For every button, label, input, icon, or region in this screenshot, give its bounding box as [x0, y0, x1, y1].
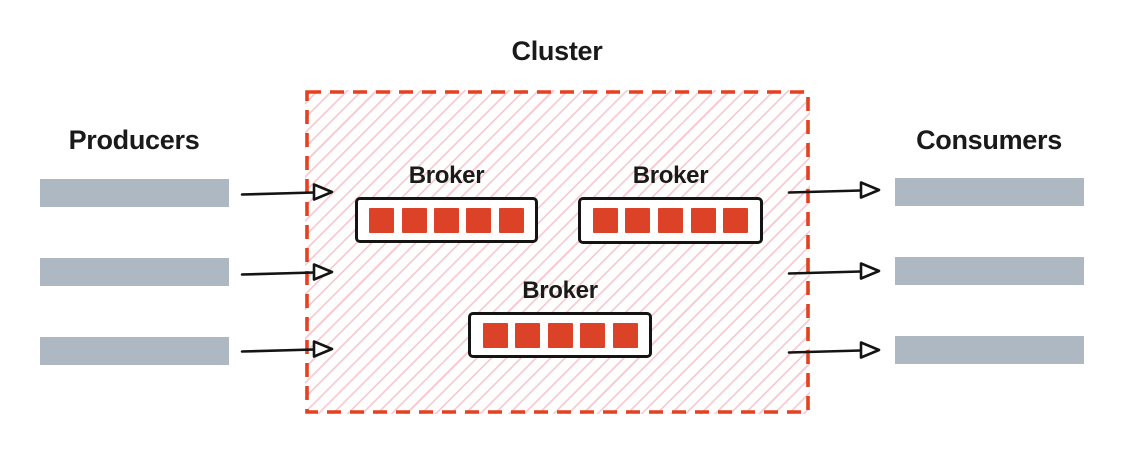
- broker-box: [578, 197, 763, 244]
- producer-bar: [40, 258, 229, 286]
- partition-square: [482, 322, 508, 348]
- partition-square: [369, 207, 395, 233]
- producer-bar: [40, 179, 229, 207]
- producer-arrow-2: [240, 263, 334, 281]
- partition-square: [690, 208, 716, 233]
- broker-group-2: Broker: [578, 161, 763, 244]
- partition-square: [625, 208, 651, 233]
- partition-square: [515, 322, 540, 348]
- consumers-label: Consumers: [916, 125, 1062, 155]
- consumer-arrow-1: [787, 181, 881, 199]
- partition-square: [466, 207, 492, 233]
- partition-square: [401, 207, 427, 233]
- partition-square: [723, 208, 749, 233]
- producers-label: Producers: [68, 125, 200, 155]
- consumer-bars: [895, 178, 1084, 364]
- partition-square: [592, 208, 618, 233]
- cluster-boundary: [305, 90, 810, 414]
- partition-square: [433, 207, 459, 233]
- partition-square: [580, 322, 605, 348]
- broker-box: [468, 312, 652, 358]
- partition-square: [498, 207, 524, 233]
- broker-group-3: Broker: [468, 276, 652, 358]
- consumer-bar: [895, 336, 1084, 364]
- broker-box: [355, 197, 538, 243]
- consumer-bar: [895, 178, 1084, 206]
- producer-arrow-1: [240, 183, 334, 201]
- partition-square: [612, 322, 638, 348]
- cluster-title: Cluster: [511, 36, 603, 66]
- consumer-bar: [895, 257, 1084, 285]
- producer-arrow-3: [240, 340, 334, 358]
- broker-label: Broker: [522, 277, 598, 304]
- cluster-dashed-border: [305, 90, 810, 414]
- consumer-arrow-2: [787, 262, 881, 280]
- broker-label: Broker: [408, 162, 485, 189]
- producer-bar: [40, 337, 229, 365]
- broker-group-1: Broker: [355, 161, 538, 243]
- consumer-arrow-3: [787, 341, 881, 359]
- partition-square: [657, 208, 683, 233]
- partition-square: [547, 322, 573, 348]
- producer-bars: [40, 179, 229, 365]
- broker-label: Broker: [632, 162, 709, 189]
